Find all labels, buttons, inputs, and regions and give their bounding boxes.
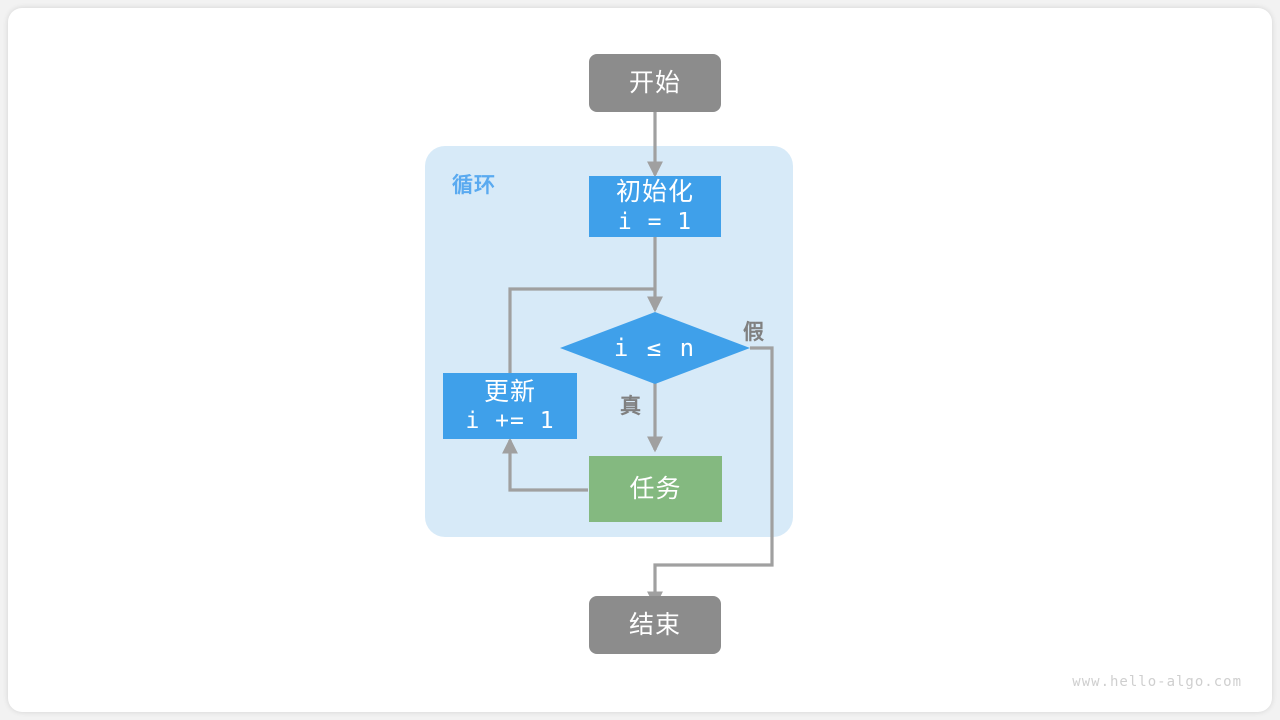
edge-label-false: 假: [743, 321, 765, 344]
node-task-label: 任务: [629, 474, 682, 503]
edge-update-to-cond: [508, 287, 655, 373]
node-update[interactable]: 更新 i += 1: [443, 373, 577, 439]
node-task[interactable]: 任务: [589, 456, 722, 522]
node-condition-label: i ≤ n: [613, 334, 697, 362]
loop-container-label: 循环: [452, 174, 496, 197]
edge-cond-to-end: [647, 346, 774, 608]
node-update-sublabel: i += 1: [465, 408, 555, 435]
node-init-label: 初始化: [615, 178, 694, 207]
node-init-sublabel: i = 1: [617, 208, 693, 235]
watermark: www.hello-algo.com: [1072, 674, 1242, 690]
diamond-shape: [560, 312, 750, 384]
edge-task-to-update: [502, 437, 588, 492]
node-start[interactable]: 开始: [589, 54, 721, 112]
diagram-card: 循环: [8, 8, 1272, 712]
node-condition[interactable]: i ≤ n: [560, 312, 750, 384]
node-init[interactable]: 初始化 i = 1: [589, 176, 721, 237]
edge-label-true: 真: [620, 395, 642, 418]
node-end-label: 结束: [628, 610, 681, 639]
flow-edges: [502, 111, 774, 608]
node-update-label: 更新: [483, 377, 536, 406]
node-start-label: 开始: [628, 68, 681, 97]
node-end[interactable]: 结束: [589, 596, 721, 654]
